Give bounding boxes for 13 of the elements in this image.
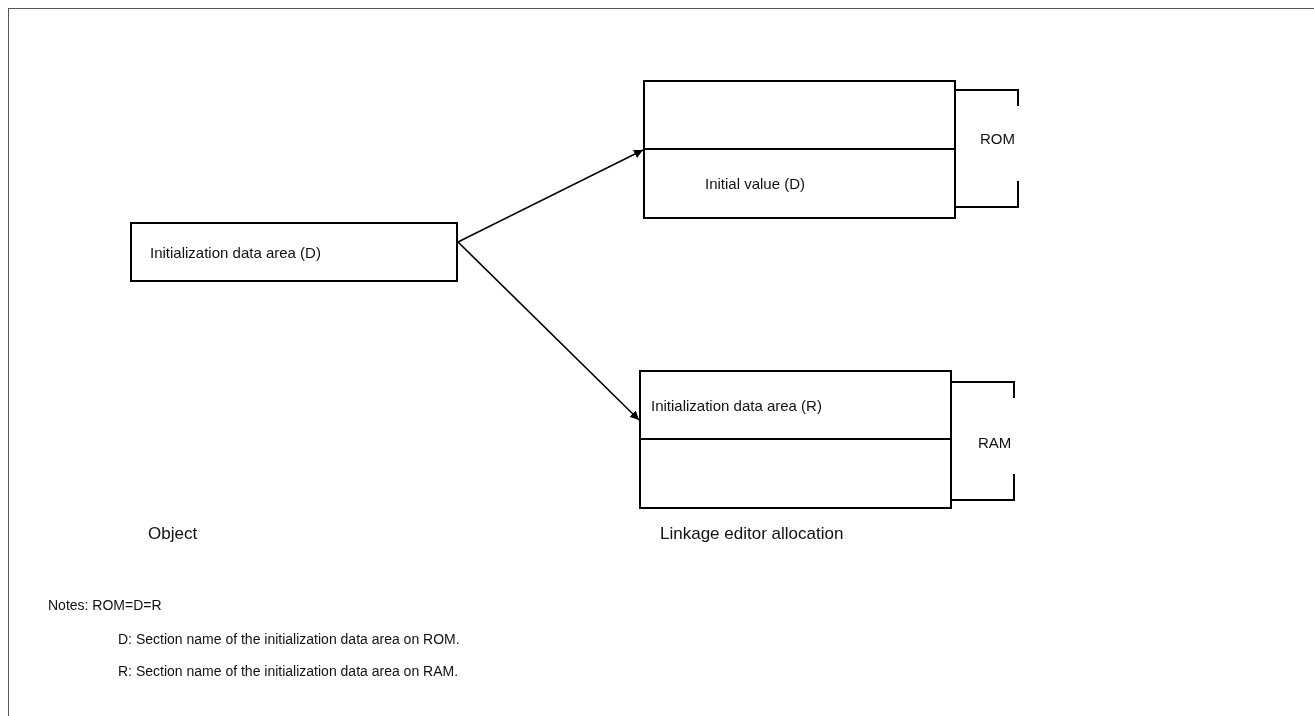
area-label: Initial value (D) — [705, 175, 806, 192]
column-caption: Object — [148, 524, 198, 544]
note-text: R: Section name of the initialization data area on RAM. — [118, 663, 459, 679]
area-label: Initialization data area (D) — [150, 243, 321, 261]
note-text: D: Section name of the initialization data area on ROM. — [118, 631, 460, 647]
arrow — [457, 149, 644, 243]
arrow — [457, 241, 640, 421]
note-text: Notes: ROM=D=R — [48, 597, 162, 613]
column-caption: Linkage editor allocation — [660, 524, 844, 544]
area-label: Initialization data area (R) — [651, 396, 822, 414]
area-box — [130, 222, 458, 282]
memory-block — [643, 80, 956, 219]
memory-block — [639, 370, 952, 509]
